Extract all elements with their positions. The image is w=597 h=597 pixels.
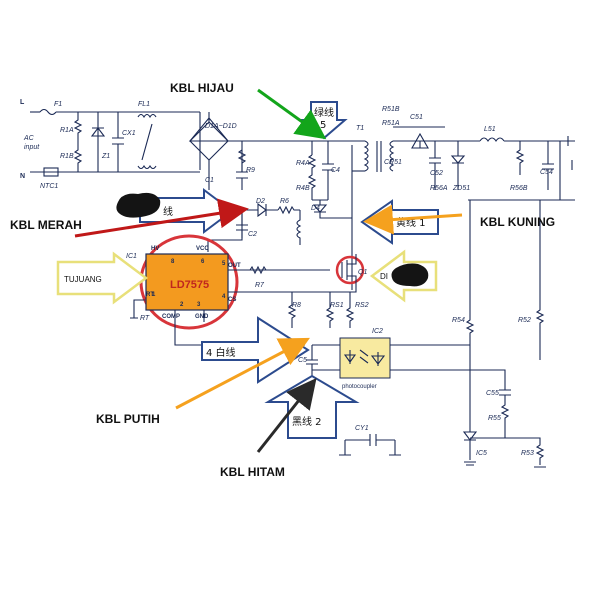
label-C54: C54 [540,169,553,176]
label-R6: R6 [280,198,289,205]
arrow-red [74,198,249,238]
label-ZD51: ZD51 [452,185,470,192]
q1-highlight-ring [335,255,365,285]
label-kbl-kuning: KBL KUNING [480,215,555,229]
label-RS1: RS1 [330,302,344,309]
label-R55: R55 [488,415,501,422]
label-tujuang: TUJUANG [64,275,102,284]
label-R56A: R56A [430,185,448,192]
secondary-section: R51B R51A C51 CR51 C52 R56A ZD51 L51 R56… [382,106,575,468]
label-IC2: IC2 [372,328,383,335]
photocoupler-ic2: IC2 photocoupler C5 [298,328,391,390]
label-D4: D4 [311,205,320,212]
label-di: DI [380,272,388,281]
tag-green-num: 5 [320,120,326,131]
hollow-arrow-tujuang [56,251,149,305]
label-RT: RT [140,315,150,322]
label-CX1: CX1 [122,130,136,137]
pin-2: 2 [180,302,184,308]
redaction-blob-red [116,192,161,218]
tag-white: 4 白线 [206,346,236,359]
label-CY1: CY1 [355,425,369,432]
label-bridge: D1A~D1D [205,123,237,130]
label-C55: C55 [486,390,499,397]
label-kbl-hijau: KBL HIJAU [170,81,234,95]
label-Z1: Z1 [101,153,110,160]
label-FL1: FL1 [138,101,150,108]
label-R8: R8 [292,302,301,309]
label-kbl-merah: KBL MERAH [10,218,82,232]
label-IC5: IC5 [476,450,487,457]
label-L: L [20,99,25,106]
label-C51: C51 [410,114,423,121]
pin-VCC: VCC [196,246,209,252]
label-R9: R9 [246,167,255,174]
pin-RT: RT [146,292,154,298]
pin-5: 5 [222,261,226,267]
pin-GND: GND [195,314,209,320]
pin-3: 3 [197,302,201,308]
tag-red: 线 [163,205,173,218]
label-F1: F1 [54,101,62,108]
label-N: N [20,173,25,180]
label-R7: R7 [255,282,265,289]
label-R53: R53 [521,450,534,457]
label-R1A: R1A [60,127,74,134]
pin-1: 1 [152,292,156,298]
label-CR51: CR51 [384,159,402,166]
label-NTC1: NTC1 [40,183,58,190]
ic1-ld7575: LD7575 IC1 HV VCC 8 6 5 OUT 4 CS 2 3 1 C… [126,234,305,346]
label-R52: R52 [518,317,531,324]
label-RS2: RS2 [355,302,369,309]
label-C5: C5 [298,357,307,364]
label-T1: T1 [356,125,364,132]
mosfet-section: R7 Q1 R8 RS1 RS2 [249,254,369,328]
tag-black: 黑线 2 [292,415,322,428]
pin-8: 8 [171,259,175,265]
pin-CS: CS [228,297,236,303]
arrow-white [175,337,310,410]
label-R51A: R51A [382,120,400,127]
pin-COMP: COMP [162,314,180,320]
cy1-section: CY1 [339,425,401,456]
pin-HV: HV [151,246,159,252]
chip-body [145,253,229,311]
arrow-black [256,377,317,453]
label-C4: C4 [331,167,340,174]
label-L51: L51 [484,126,496,133]
label-R4A: R4A [296,160,310,167]
arrow-yellow [363,204,463,235]
label-R4B: R4B [296,185,310,192]
annotation-arrows [74,88,463,453]
transformer-T1: T1 [352,125,395,172]
label-D2: D2 [256,198,265,205]
arrow-green [257,88,327,140]
label-C52: C52 [430,170,443,177]
pin-4: 4 [222,294,226,300]
label-R56B: R56B [510,185,528,192]
cable-labels: KBL HIJAU KBL MERAH KBL KUNING KBL PUTIH… [10,81,555,479]
photocoupler-label: photocoupler [342,384,377,390]
label-kbl-putih: KBL PUTIH [96,412,160,426]
pin-6: 6 [201,259,205,265]
chip-label: LD7575 [170,279,209,291]
hollow-arrow-white [201,316,310,384]
label-IC1: IC1 [126,253,137,260]
label-C2: C2 [248,231,257,238]
label-R54: R54 [452,317,465,324]
label-C1: C1 [205,177,214,184]
bridge-section: D1A~D1D C1 R9 [188,112,255,190]
label-ac-input: input [24,144,40,151]
ac-input-section: L N AC input F1 NTC1 R1A R1B Z1 CX1 FL1 [20,99,200,190]
label-Q1: Q1 [358,269,367,276]
redaction-blob-di [391,263,429,287]
label-ac: AC [23,135,35,142]
label-R1B: R1B [60,153,74,160]
label-kbl-hitam: KBL HITAM [220,465,285,479]
label-R51B: R51B [382,106,400,113]
tag-green: 绿线 [314,106,334,119]
pin-OUT: OUT [228,263,241,269]
photocoupler-body [339,337,391,379]
